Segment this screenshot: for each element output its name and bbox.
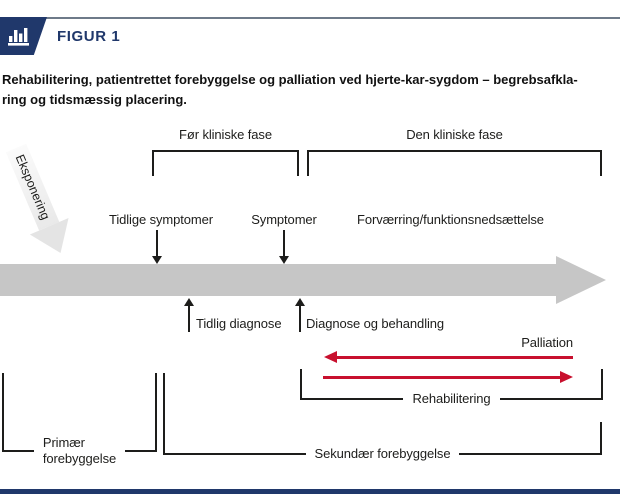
exposure-label: Eksponering: [12, 152, 53, 222]
clinical-phase-bracket: [307, 150, 602, 176]
figure-badge: [0, 17, 47, 55]
rehabilitation-arrow-icon: [323, 371, 573, 382]
palliation-arrow-icon: [324, 351, 573, 362]
clinical-phase-label: Den kliniske fase: [406, 127, 503, 142]
down-arrow-icon: [279, 230, 289, 264]
down-arrow-icon: [152, 230, 162, 264]
up-arrow-icon: [295, 298, 305, 332]
primary-prevention-left-leg: [2, 373, 4, 451]
secondary-prevention-left-leg: [163, 373, 165, 453]
primary-prevention-line2: forebyggelse: [42, 450, 117, 466]
bracket-line: [163, 452, 306, 455]
footer-bar: [0, 489, 620, 494]
rehabilitation-label: Rehabilitering: [412, 391, 491, 406]
early-diagnosis-label: Tidlig diagnose: [196, 316, 282, 331]
worsening-label: Forværring/funktionsnedsættelse: [357, 212, 544, 227]
rehabilitation-bracket: Rehabilitering: [300, 390, 603, 407]
symptoms-label: Symptomer: [251, 212, 317, 227]
figure-title-line2: ring og tidsmæssig placering.: [2, 92, 187, 107]
timeline-arrow: [0, 256, 606, 304]
primary-prevention-line1: Primær: [42, 434, 85, 450]
bracket-line: [499, 397, 603, 400]
secondary-prevention-bracket: Sekundær forebyggelse: [163, 445, 602, 462]
header-rule: [0, 17, 620, 19]
figure-label: FIGUR 1: [57, 28, 121, 45]
diagnosis-treatment-label: Diagnose og behandling: [306, 316, 445, 331]
bracket-line: [125, 449, 157, 452]
rehabilitation-bracket-left-leg: [300, 369, 302, 399]
bracket-line: [459, 452, 602, 455]
palliation-label: Palliation: [521, 335, 573, 350]
rehabilitation-bracket-right-leg: [601, 369, 603, 399]
preclinical-phase-bracket: [152, 150, 299, 176]
exposure-arrow-shaft: Eksponering: [5, 143, 60, 231]
bracket-line: [300, 397, 404, 400]
preclinical-phase-label: Før kliniske fase: [179, 127, 272, 142]
figure-title-line1: Rehabilitering, patientrettet forebyggel…: [2, 72, 578, 87]
primary-prevention-right-leg: [155, 373, 157, 451]
exposure-arrow: Eksponering: [0, 139, 81, 262]
up-arrow-icon: [184, 298, 194, 332]
primary-prevention-bracket: Primær forebyggelse: [2, 434, 157, 467]
early-symptoms-label: Tidlige symptomer: [108, 212, 213, 227]
bracket-line: [2, 449, 34, 452]
bar-chart-icon: [8, 28, 29, 46]
primary-prevention-label: Primær forebyggelse: [34, 435, 125, 467]
secondary-prevention-right-leg: [600, 422, 602, 453]
secondary-prevention-label: Sekundær forebyggelse: [314, 446, 451, 461]
